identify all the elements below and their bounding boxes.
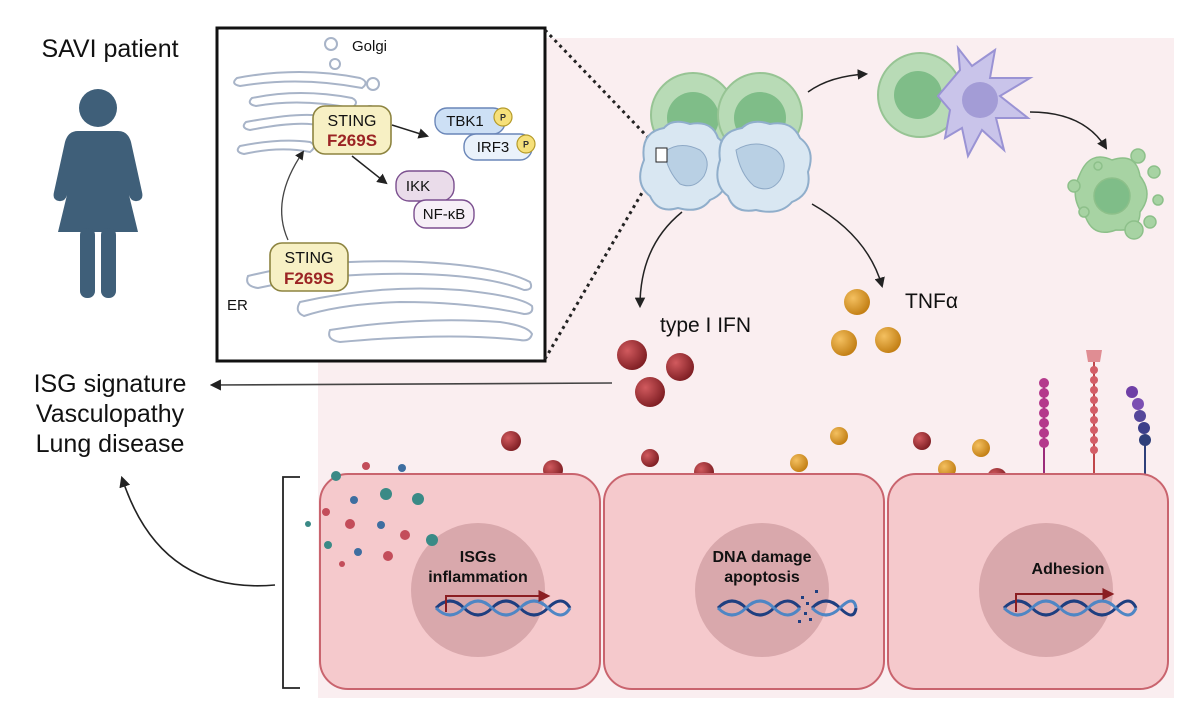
dna-helix-1 — [434, 590, 572, 617]
arrow-to-dying-cell — [1029, 111, 1108, 150]
sting-top-name: STING — [328, 113, 377, 130]
arrow-to-ifn — [634, 211, 683, 309]
cell1-line2: inflammation — [428, 569, 528, 586]
golgi-label: Golgi — [352, 38, 387, 55]
immune-cell-cluster — [639, 72, 812, 213]
zoom-line-top — [543, 28, 664, 154]
arrow-cells-to-outcomes — [119, 475, 276, 587]
cell2-line2: apoptosis — [724, 569, 800, 586]
tnf-molecules — [831, 289, 901, 356]
cell1-line1: ISGs — [460, 549, 497, 566]
arrow-sting-to-tbk1 — [391, 124, 430, 139]
sting-bottom-name: STING — [285, 250, 334, 267]
patient-title: SAVI patient — [41, 35, 178, 63]
ifn-label: type I IFN — [660, 314, 751, 337]
tnf-label: TNFα — [905, 290, 958, 313]
inset-box — [215, 26, 547, 363]
cell3-line1: Adhesion — [1032, 561, 1105, 578]
tbk1-box: TBK1 P — [434, 107, 513, 135]
isg-dots — [305, 462, 438, 567]
ikk-label: IKK — [406, 178, 430, 195]
apoptotic-cell — [1067, 148, 1164, 240]
sting-top-mutation: F269S — [327, 131, 377, 150]
arrow-sting-to-ikk — [351, 155, 388, 185]
dendritic-cell — [877, 44, 1034, 159]
nfkb-box: NF-κB — [413, 199, 475, 229]
zoom-line-bottom — [543, 161, 662, 360]
phospho-label-tbk1: P — [500, 113, 506, 123]
er-label: ER — [227, 297, 248, 314]
irf3-label: IRF3 — [477, 139, 510, 156]
ikk-box: IKK — [395, 170, 455, 202]
dna-helix-3 — [1002, 588, 1138, 617]
endothelial-cell-2 — [603, 473, 885, 690]
outcome-vasculopathy: Vasculopathy — [36, 400, 185, 428]
outcome-isg: ISG signature — [34, 370, 187, 398]
cells-bracket — [282, 476, 300, 689]
endothelial-cell-3 — [887, 473, 1169, 690]
arrow-to-dendritic — [807, 69, 869, 93]
irf3-box: IRF3 P — [463, 133, 536, 161]
ifn-molecules — [617, 340, 694, 407]
nfkb-label: NF-κB — [423, 206, 466, 223]
sting-bottom-box: STING F269S — [269, 242, 349, 292]
adhesion-molecules — [1039, 350, 1151, 480]
sting-top-box: STING F269S — [312, 105, 392, 155]
dna-helix-damaged — [716, 590, 858, 623]
patient-icon — [53, 89, 143, 298]
phospho-icon — [493, 107, 513, 127]
outcome-lung: Lung disease — [36, 430, 185, 458]
arrow-to-outcomes — [209, 379, 613, 391]
phospho-icon-irf3 — [516, 134, 536, 154]
tbk1-label: TBK1 — [446, 113, 484, 130]
cell2-line1: DNA damage — [713, 549, 812, 566]
arrow-to-tnf — [811, 203, 885, 289]
endothelial-cell-1 — [319, 473, 601, 690]
sting-bottom-mutation: F269S — [284, 269, 334, 288]
arrow-er-to-golgi — [281, 150, 305, 241]
phospho-label-irf3: P — [523, 140, 529, 150]
